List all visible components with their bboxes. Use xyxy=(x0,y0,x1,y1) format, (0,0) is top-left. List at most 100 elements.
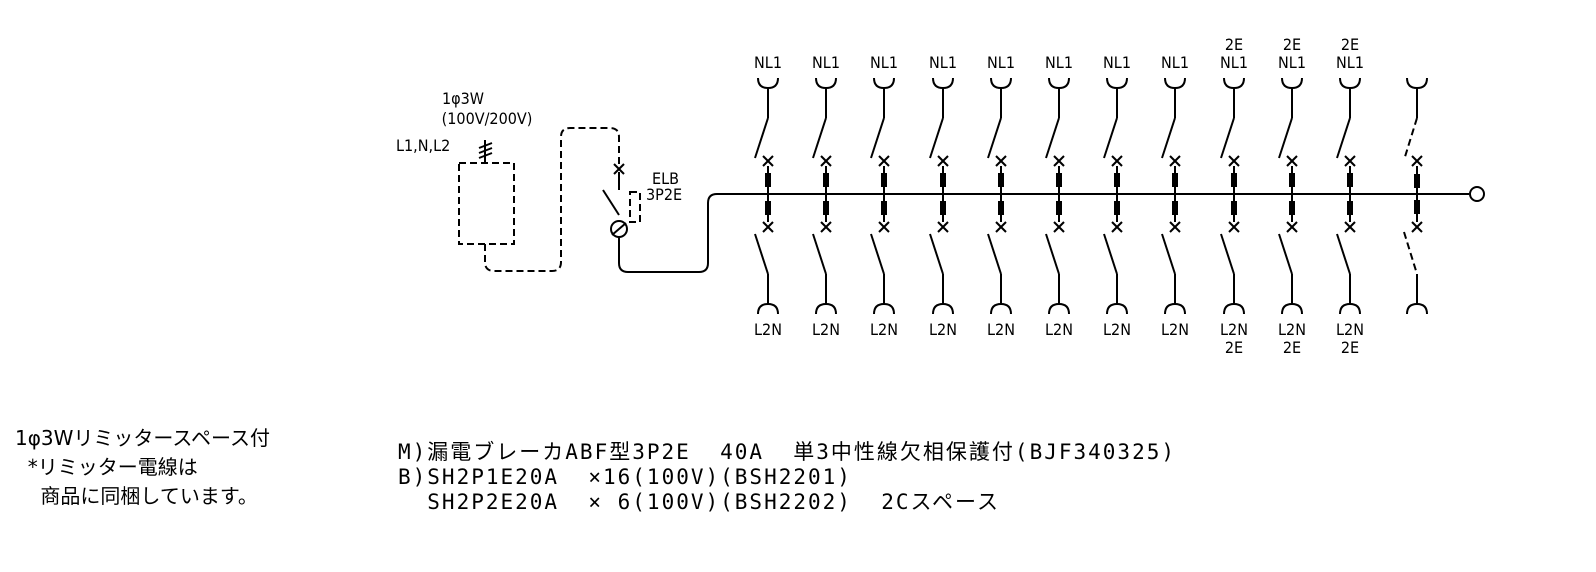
top-terminal-icon xyxy=(815,77,837,90)
bottom-terminal-icon xyxy=(932,302,954,315)
lower-clip-icon xyxy=(1347,201,1353,215)
main-breaker-elb xyxy=(602,163,641,263)
branch-bottom-label: L2N xyxy=(1161,320,1189,339)
top-terminal-icon xyxy=(873,77,895,90)
top-switch-blade xyxy=(1103,117,1118,159)
upper-clip-icon xyxy=(998,173,1004,187)
bottom-switch-blade xyxy=(812,233,827,275)
branch-bottom-label: L2N xyxy=(754,320,782,339)
limiter-note-line1: 1φ3Wリミッタースペース付 xyxy=(15,426,271,450)
top-switch-blade xyxy=(987,117,1002,159)
bottom-switch-blade xyxy=(929,233,944,275)
branch-top-sub-label: 2E xyxy=(1341,35,1359,54)
lower-clip-icon xyxy=(1172,201,1178,215)
branch-top-sub-label: 2E xyxy=(1283,35,1301,54)
bottom-terminal-icon xyxy=(1106,302,1128,315)
top-terminal-icon xyxy=(1281,77,1303,90)
branch-bottom-sub-label: 2E xyxy=(1283,338,1301,357)
bottom-switch-blade xyxy=(1045,233,1060,275)
top-contact-x-icon xyxy=(1053,155,1065,167)
top-terminal-icon xyxy=(1048,77,1070,90)
lower-clip-icon xyxy=(823,201,829,215)
branch-bottom-sub-label: 2E xyxy=(1225,338,1243,357)
branch-top-label: NL1 xyxy=(754,53,782,72)
top-contact-x-icon xyxy=(1344,155,1356,167)
top-terminal-icon xyxy=(757,77,779,90)
bottom-contact-x-icon xyxy=(1111,221,1123,233)
branch-top-label: NL1 xyxy=(1278,53,1306,72)
bottom-contact-x-icon xyxy=(1286,221,1298,233)
branch-bottom-sub-label: 2E xyxy=(1341,338,1359,357)
branch-bottom-label: L2N xyxy=(1278,320,1306,339)
top-switch-blade xyxy=(870,117,885,159)
limiter-space-box xyxy=(458,162,515,245)
three-wire-mark-icon xyxy=(478,140,493,163)
limiter-notes: 1φ3Wリミッタースペース付 *リミッター電線は 商品に同梱しています。 xyxy=(15,424,270,511)
branch-bottom-label: L2N xyxy=(929,320,957,339)
upper-clip-icon xyxy=(823,173,829,187)
branch-top-sub-label: 2E xyxy=(1225,35,1243,54)
bottom-contact-x-icon xyxy=(1169,221,1181,233)
top-contact-x-icon xyxy=(1286,155,1298,167)
branch-circuits: NL1L2NNL1L2NNL1L2NNL1L2NNL1L2NNL1L2NNL1L… xyxy=(754,35,1364,357)
branch-top-label: NL1 xyxy=(929,53,957,72)
lower-clip-icon xyxy=(998,201,1004,215)
top-terminal-icon xyxy=(990,77,1012,90)
upper-clip-icon xyxy=(765,173,771,187)
top-switch-blade xyxy=(929,117,944,159)
bottom-terminal-icon xyxy=(1164,302,1186,315)
upper-clip-icon xyxy=(1056,173,1062,187)
feeder-line xyxy=(618,193,1469,273)
branch-bottom-label: L2N xyxy=(987,320,1015,339)
bottom-contact-x-icon xyxy=(878,221,890,233)
supply-voltage-label: (100V/200V) xyxy=(442,109,533,128)
branch-bottom-label: L2N xyxy=(812,320,840,339)
branch-top-label: NL1 xyxy=(1103,53,1131,72)
top-contact-x-icon xyxy=(995,155,1007,167)
upper-clip-icon xyxy=(1114,173,1120,187)
bottom-terminal-icon xyxy=(1223,302,1245,315)
top-contact-x-icon xyxy=(937,155,949,167)
lower-clip-icon xyxy=(765,201,771,215)
bottom-contact-x-icon xyxy=(762,221,774,233)
top-contact-x-icon xyxy=(1228,155,1240,167)
bottom-terminal-icon xyxy=(1281,302,1303,315)
branch-top-label: NL1 xyxy=(870,53,898,72)
bottom-contact-x-icon xyxy=(1228,221,1240,233)
branch-bottom-label: L2N xyxy=(1336,320,1364,339)
bottom-switch-blade xyxy=(1161,233,1176,275)
top-switch-blade xyxy=(812,117,827,159)
top-terminal-icon xyxy=(1106,77,1128,90)
branch-top-label: NL1 xyxy=(987,53,1015,72)
bottom-terminal-icon xyxy=(815,302,837,315)
top-switch-blade xyxy=(1220,117,1235,159)
limiter-note-line3: 商品に同梱しています。 xyxy=(15,484,258,508)
bottom-switch-blade xyxy=(1220,233,1235,275)
spec-notes: M)漏電ブレーカABF型3P2E 40A 単3中性線欠相保護付(BJF34032… xyxy=(398,440,1176,515)
bottom-switch-blade xyxy=(1278,233,1293,275)
bottom-contact-x-icon xyxy=(995,221,1007,233)
lower-clip-icon xyxy=(940,201,946,215)
limiter-note-line2: *リミッター電線は xyxy=(15,455,198,479)
branch-top-label: NL1 xyxy=(1336,53,1364,72)
lower-clip-icon xyxy=(1231,201,1237,215)
top-switch-blade xyxy=(1161,117,1176,159)
bottom-contact-x-icon xyxy=(820,221,832,233)
branch-top-label: NL1 xyxy=(1045,53,1073,72)
bottom-terminal-icon xyxy=(1339,302,1361,315)
bottom-switch-blade xyxy=(754,233,769,275)
bottom-contact-x-icon xyxy=(1053,221,1065,233)
bottom-switch-blade xyxy=(870,233,885,275)
elb-type-label: 3P2E xyxy=(646,185,682,204)
top-terminal-icon xyxy=(932,77,954,90)
top-terminal-icon xyxy=(1164,77,1186,90)
branch-bottom-label: L2N xyxy=(1103,320,1131,339)
branch-bottom-label: L2N xyxy=(1045,320,1073,339)
